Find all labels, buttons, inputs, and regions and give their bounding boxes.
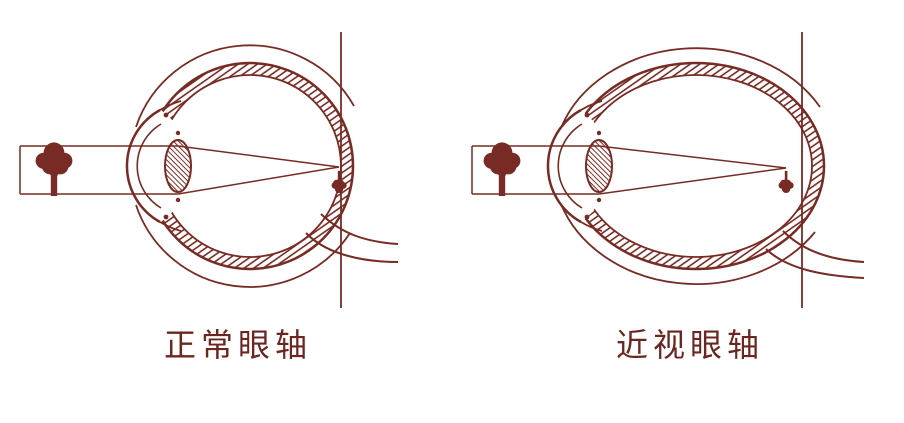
panel-label-normal: 正常眼轴 [163,327,312,363]
panel-normal-eye: 正常眼轴 [0,0,452,366]
light-rays [471,145,787,195]
ciliary-dot-top [163,112,169,118]
sheath-outline [135,44,355,288]
ciliary-dot-bottom [584,214,590,220]
lens [164,130,192,203]
lens [585,130,613,203]
converging-ray-upper [177,145,340,168]
panel-myopic-eye: 近视眼轴 [452,0,904,366]
sheath-outline [560,47,821,285]
tree-icon [35,142,73,196]
inverted-tree-icon [778,170,794,194]
ciliary-dot-top [584,112,590,118]
optic-nerve [765,230,865,279]
converging-ray-lower [177,166,340,195]
myopic-eye-diagram [471,32,865,308]
converging-ray-upper [598,145,787,169]
normal-eye-diagram [19,32,399,308]
optic-nerve [305,213,399,263]
converging-ray-lower [598,167,787,195]
ciliary-dot-bottom [163,214,169,220]
panel-label-myopic: 近视眼轴 [615,327,764,363]
